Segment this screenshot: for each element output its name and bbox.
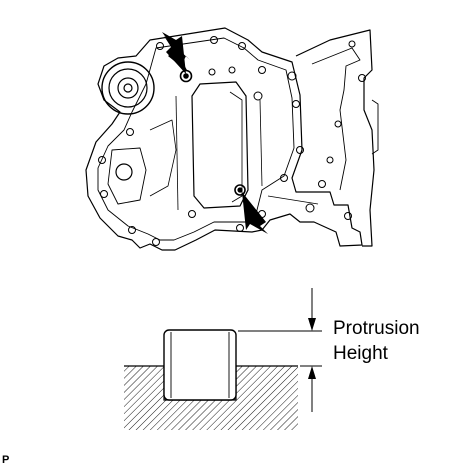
figure-code-label: P: [2, 454, 10, 466]
cover-center-opening: [191, 81, 249, 209]
protrusion-detail: [124, 288, 322, 430]
cover-outline: [85, 27, 363, 251]
pulley-hub: [117, 77, 139, 99]
cover-gasket: [97, 37, 295, 241]
cover-rib-1: [175, 95, 179, 211]
timing-chain-cover: [85, 27, 379, 251]
pulley-center: [123, 83, 133, 93]
target-bolt-lower-core: [237, 187, 243, 193]
lower-left-boss: [115, 163, 133, 181]
cover-rib-2: [259, 99, 263, 187]
pulley-outer: [101, 61, 155, 115]
cover-lower-inner: [149, 119, 177, 197]
cover-lower-left-detail: [107, 147, 147, 205]
dowel-pin: [163, 329, 237, 401]
protrusion-label: Protrusion: [333, 318, 420, 339]
target-bolt-lower: [234, 184, 246, 196]
black-arrow-icon: [242, 192, 268, 234]
dimension-arrow-icon: [308, 318, 316, 331]
pulley-ring: [108, 68, 148, 108]
cover-center-inner: [229, 91, 243, 203]
dimension-arrow-icon: [308, 366, 316, 379]
black-arrow-icon: [162, 32, 186, 74]
target-bolt-upper-core: [183, 73, 189, 79]
bolt-holes: [98, 36, 366, 246]
height-label: Height: [333, 343, 388, 364]
cover-rib-3: [267, 195, 319, 205]
cover-right-flange: [311, 47, 361, 191]
cover-right-block: [295, 29, 375, 247]
hatched-base: [124, 366, 298, 430]
cover-right-edge: [371, 99, 379, 155]
target-bolt-upper: [179, 69, 193, 83]
